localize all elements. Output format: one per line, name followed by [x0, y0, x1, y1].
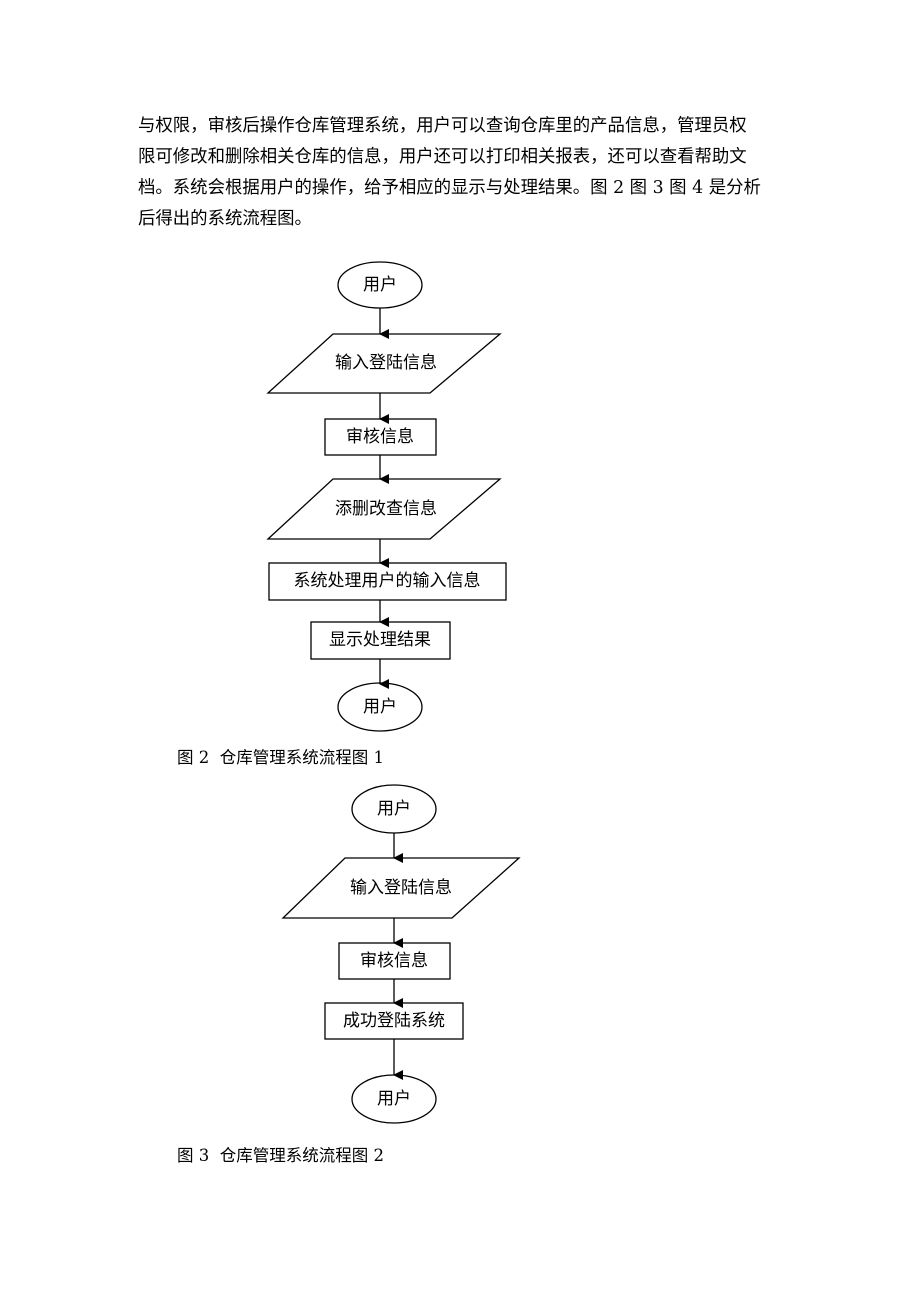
fc1-edit-parallelogram: [266, 478, 502, 540]
paragraph-line-3: 档。系统会根据用户的操作，给予相应的显示与处理结果。图 2 图 3 图 4 是分…: [138, 178, 761, 198]
fc2-end-ellipse: [351, 1074, 437, 1124]
fc1-end-ellipse: [337, 682, 423, 732]
fc1-process-box: [268, 562, 507, 601]
fc2-input-label: 输入登陆信息: [350, 878, 452, 898]
fc1-edit-label: 添删改查信息: [335, 499, 437, 519]
fc1-start-label: 用户: [363, 275, 397, 295]
fc2-end-label: 用户: [377, 1089, 411, 1109]
paragraph-line-1: 与权限，审核后操作仓库管理系统，用户可以查询仓库里的产品信息，管理员权: [138, 116, 747, 136]
figure-2-caption: 图 2 仓库管理系统流程图 1: [177, 748, 384, 767]
paragraph-line-4: 后得出的系统流程图。: [138, 209, 312, 229]
figure-3-caption: 图 3 仓库管理系统流程图 2: [177, 1146, 384, 1165]
fc1-process-label: 系统处理用户的输入信息: [294, 571, 481, 591]
fc2-start-label: 用户: [377, 799, 411, 819]
fc2-input-parallelogram: [281, 857, 521, 919]
body-paragraph: 与权限，审核后操作仓库管理系统，用户可以查询仓库里的产品信息，管理员权 限可修改…: [138, 111, 788, 235]
fc2-review-label: 审核信息: [360, 951, 428, 971]
fc2-login-label: 成功登陆系统: [343, 1011, 445, 1031]
flowchart-2: [281, 784, 521, 1124]
fc1-review-label: 审核信息: [346, 427, 414, 447]
fc1-result-label: 显示处理结果: [329, 630, 431, 650]
fc1-end-label: 用户: [363, 697, 397, 717]
fc1-input-parallelogram: [266, 333, 502, 394]
paragraph-line-2: 限可修改和删除相关仓库的信息，用户还可以打印相关报表，还可以查看帮助文: [138, 147, 747, 167]
flowchart-1: [266, 261, 507, 732]
fc1-input-label: 输入登陆信息: [335, 353, 437, 373]
